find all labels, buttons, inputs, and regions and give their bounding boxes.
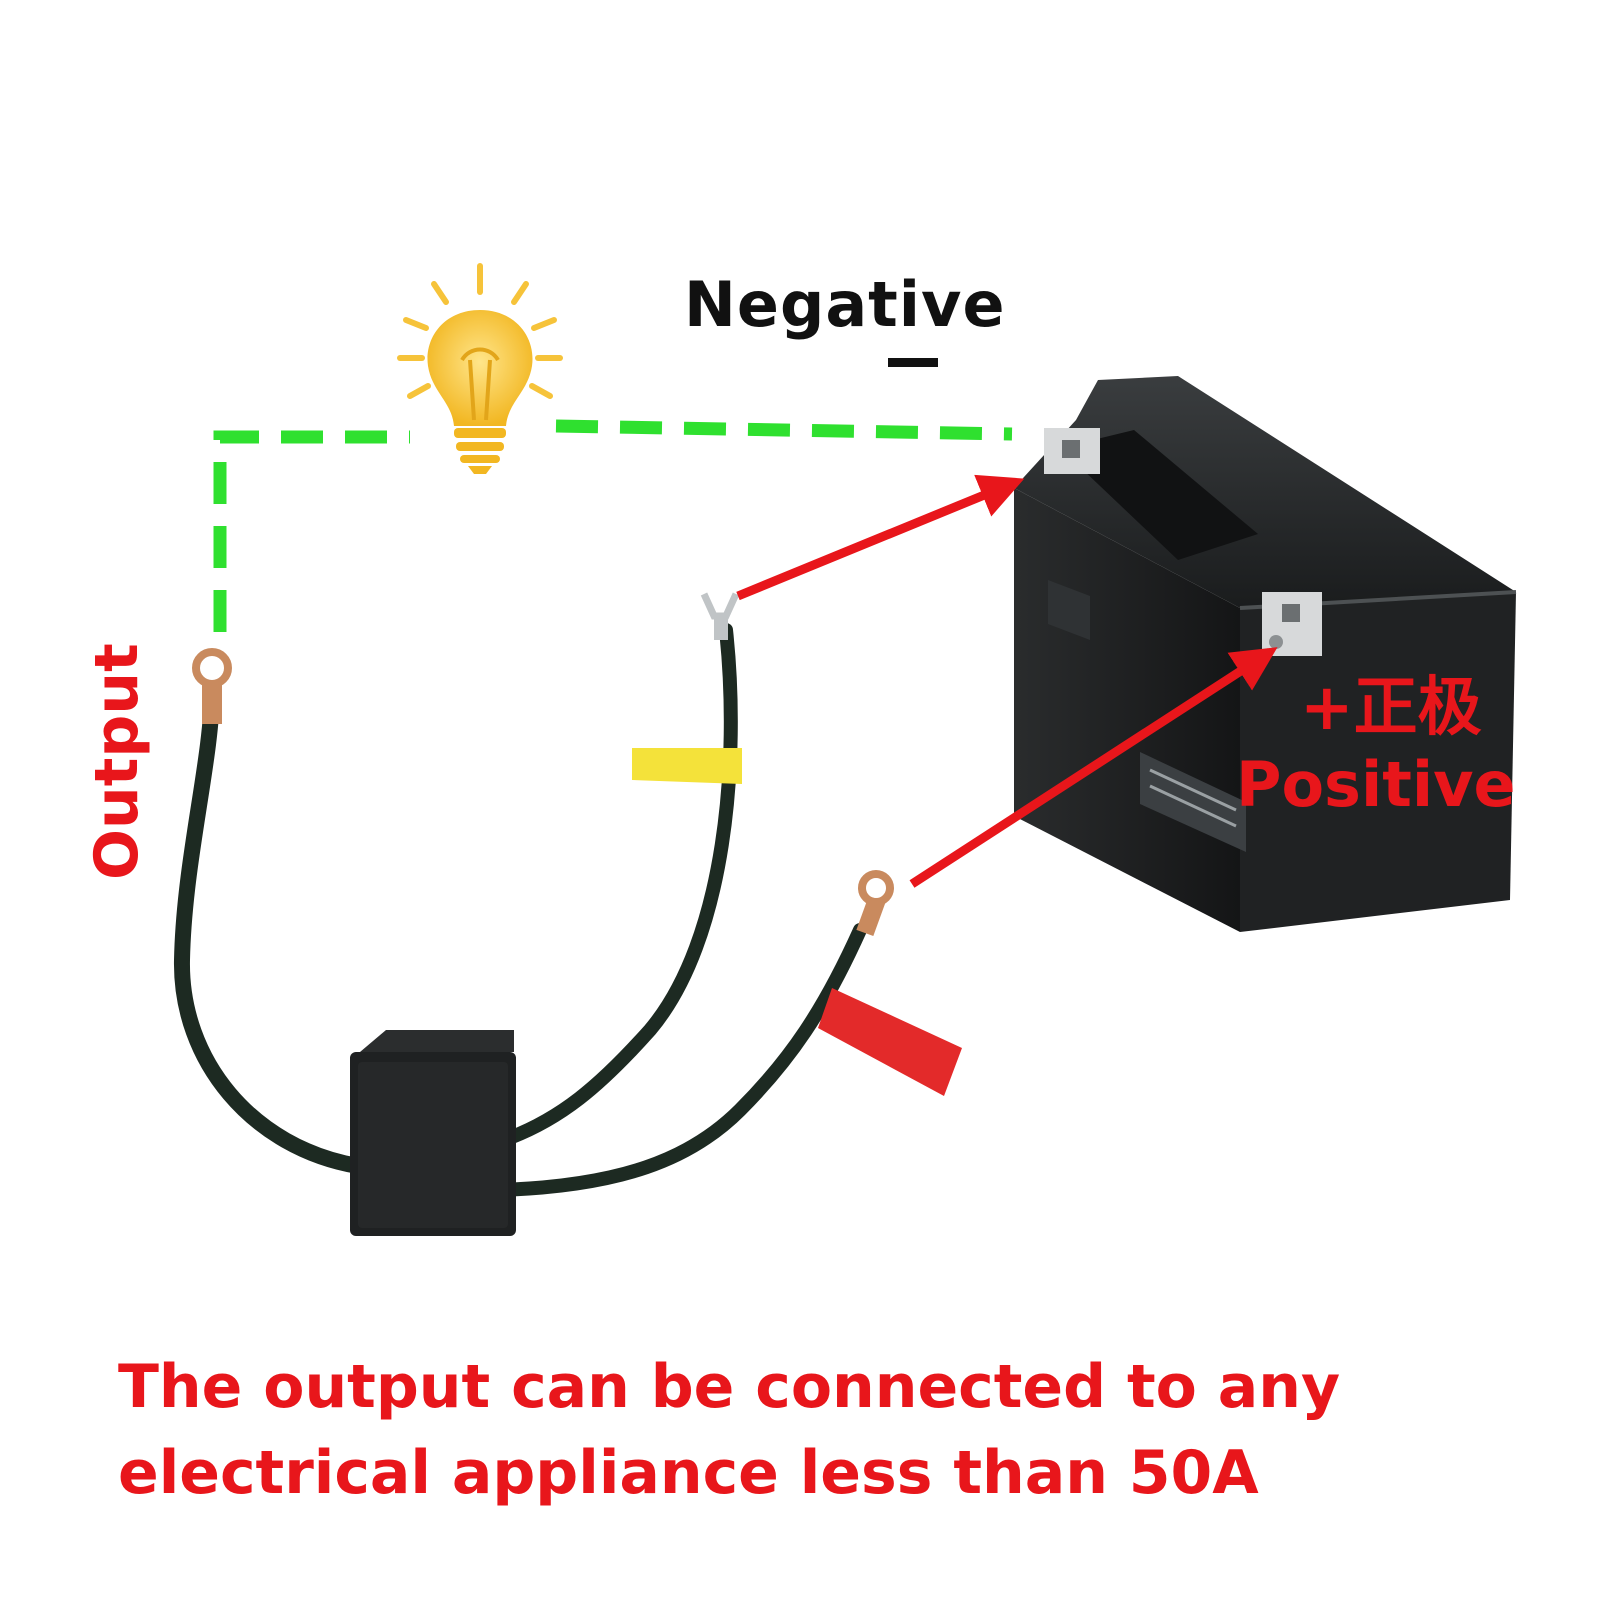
positive-ring-terminal (856, 870, 894, 936)
negative-terminal (1044, 428, 1100, 474)
light-bulb-icon (397, 263, 563, 474)
output-label: Output (82, 643, 152, 880)
relay-box (350, 1030, 516, 1236)
positive-label-chinese: +正极 (1300, 671, 1482, 745)
dashed-output-wire (213, 419, 1013, 632)
negative-sign (888, 358, 938, 367)
caption-line-1: The output can be connected to any (118, 1352, 1341, 1422)
caption: The output can be connected to any elect… (118, 1344, 1538, 1516)
positive-terminal (1262, 592, 1322, 656)
yellow-cable-tag (632, 748, 742, 784)
cable-harness (173, 623, 867, 1197)
negative-label: Negative (684, 268, 1006, 341)
arrow-to-negative (736, 474, 1025, 601)
arrow-to-positive (909, 647, 1278, 888)
red-cable-tag (818, 988, 962, 1096)
connection-arrows (736, 474, 1278, 888)
positive-label: Positive (1236, 748, 1516, 821)
negative-fork-terminal (700, 592, 740, 640)
output-ring-terminal (192, 648, 232, 724)
caption-line-2: electrical appliance less than 50A (118, 1438, 1259, 1508)
battery (1014, 376, 1517, 932)
